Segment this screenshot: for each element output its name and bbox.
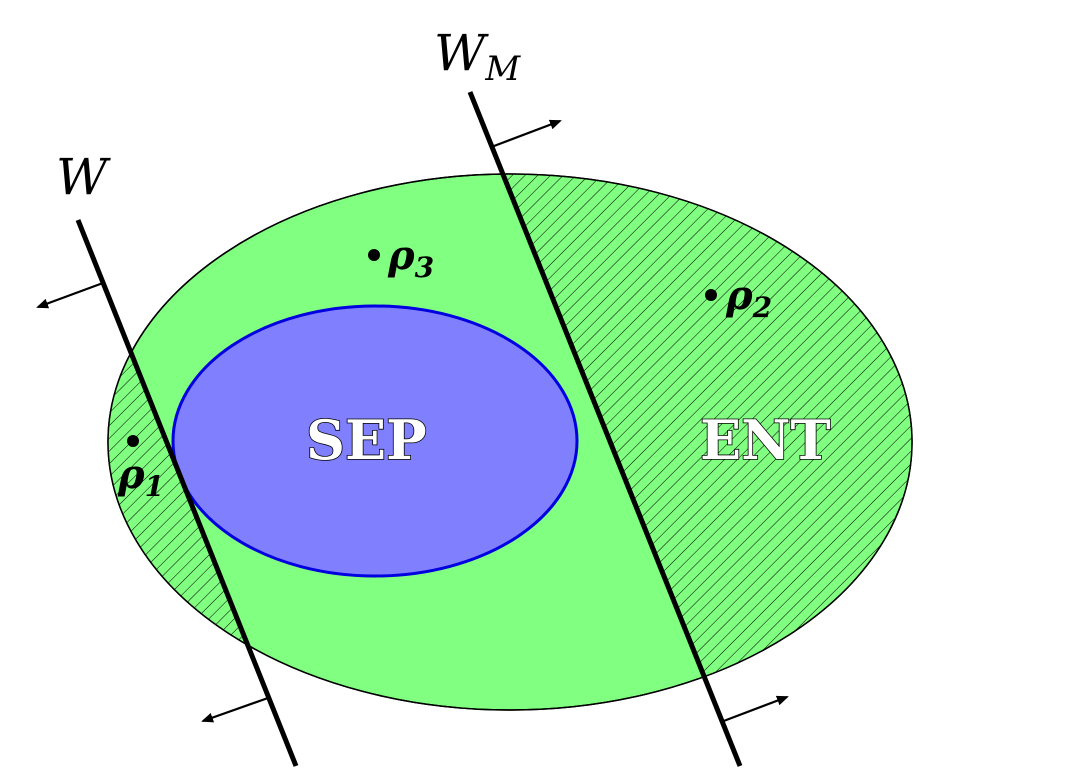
rho3-label: ρ3	[387, 232, 434, 284]
witness-w-normal-arrow-bottom	[201, 696, 269, 723]
witness-w-label: W	[56, 148, 111, 206]
rho3-point	[368, 249, 380, 261]
witness-wm-label-main: W	[434, 24, 489, 82]
rho2-label-sub: 2	[752, 291, 772, 324]
rho1-label: ρ1	[117, 451, 164, 503]
rho3-label-main: ρ	[387, 232, 415, 279]
ent-label: ENT	[700, 408, 831, 472]
witness-wm-normal-arrow-bottom	[720, 695, 789, 724]
witness-w-normal-arrow-top	[36, 281, 104, 309]
witness-wm-label-sub: M	[484, 49, 521, 89]
rho1-label-main: ρ	[117, 451, 145, 498]
witness-wm-normal-arrow-top	[493, 119, 562, 148]
rho2-label-main: ρ	[725, 272, 753, 319]
detected-region-wm	[470, 174, 912, 710]
sep-label: SEP	[306, 408, 427, 472]
rho2-point	[705, 289, 717, 301]
separable-set-ellipse	[171, 304, 579, 578]
witness-wm-label: WM	[434, 24, 521, 89]
rho3-label-sub: 3	[415, 251, 434, 284]
witness-line-w	[75, 219, 299, 767]
witness-line-wm	[467, 91, 743, 767]
rho1-point	[127, 435, 139, 447]
rho1-label-sub: 1	[145, 470, 164, 503]
rho2-label: ρ2	[725, 272, 772, 324]
